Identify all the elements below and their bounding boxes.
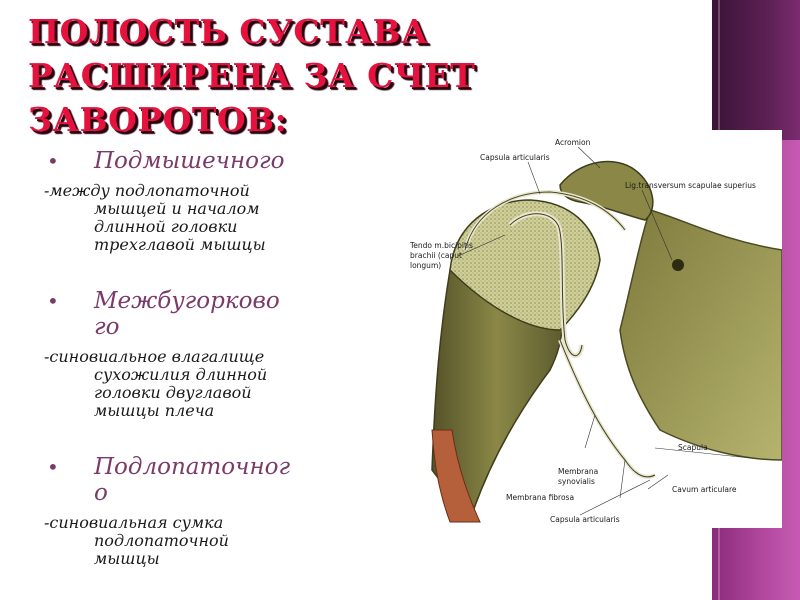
bullet-list: • Подмышечного -между подлопаточной мышц…: [44, 148, 344, 568]
heading-text: Подмышечного: [94, 148, 285, 174]
bullet-icon: •: [47, 289, 59, 313]
label-capsula-bottom: Capsula articularis: [550, 515, 620, 524]
scapula-shape: [619, 209, 782, 461]
humerus-shaft: [431, 268, 563, 522]
bullet-icon: •: [47, 455, 59, 479]
title-line-1: ПОЛОСТЬ СУСТАВА: [28, 12, 429, 51]
list-item-description: -синовиальная сумка подлопаточной мышцы: [44, 513, 229, 568]
muscle-band: [431, 429, 481, 523]
title-line-3: ЗАВОРОТОВ:: [28, 100, 288, 139]
side-strip-dark-band: [712, 0, 800, 140]
slide-title: ПОЛОСТЬ СУСТАВА РАСШИРЕНА ЗА СЧЕТ ЗАВОРО…: [28, 10, 548, 142]
label-lig: Lig.transversum scapulae superius: [625, 181, 756, 190]
label-scapula: Scapula: [678, 443, 708, 452]
list-item: • Подлопаточног о -синовиальная сумка под…: [44, 454, 344, 568]
label-tendo-1: Tendo m.bicipitis: [410, 241, 473, 250]
label-membrana-syn-1: Membrana: [558, 467, 598, 476]
shoulder-joint-diagram: Acromion Capsula articularis Lig.transve…: [410, 138, 782, 524]
scapular-foramen: [672, 259, 684, 271]
shoulder-joint-illustration: Acromion Capsula articularis Lig.transve…: [410, 130, 782, 528]
heading-text: Подлопаточног о: [94, 454, 291, 506]
title-line-2: РАСШИРЕНА ЗА СЧЕТ: [28, 56, 476, 95]
list-item: • Подмышечного -между подлопаточной мышц…: [44, 148, 344, 254]
label-membrana-syn-2: synovialis: [558, 477, 595, 486]
list-item: • Межбугорково го -синовиальное влагалище…: [44, 288, 344, 420]
list-item-heading: • Подмышечного: [44, 148, 344, 174]
label-membrana-fibrosa: Membrana fibrosa: [506, 493, 574, 502]
label-cavum: Cavum articulare: [672, 485, 737, 494]
list-item-description: -между подлопаточной мышцей и началом дл…: [44, 181, 266, 254]
acromion-shape: [559, 160, 654, 221]
list-item-description: -синовиальное влагалище сухожилия длинно…: [44, 347, 268, 420]
label-acromion: Acromion: [555, 138, 591, 147]
list-item-heading: • Подлопаточног о: [44, 454, 344, 506]
label-tendo-3: longum): [410, 261, 441, 270]
list-item-heading: • Межбугорково го: [44, 288, 344, 340]
label-capsula-top: Capsula articularis: [480, 153, 550, 162]
label-tendo-2: brachii (caput: [410, 251, 462, 260]
bullet-icon: •: [47, 149, 59, 173]
heading-text: Межбугорково го: [94, 288, 280, 340]
